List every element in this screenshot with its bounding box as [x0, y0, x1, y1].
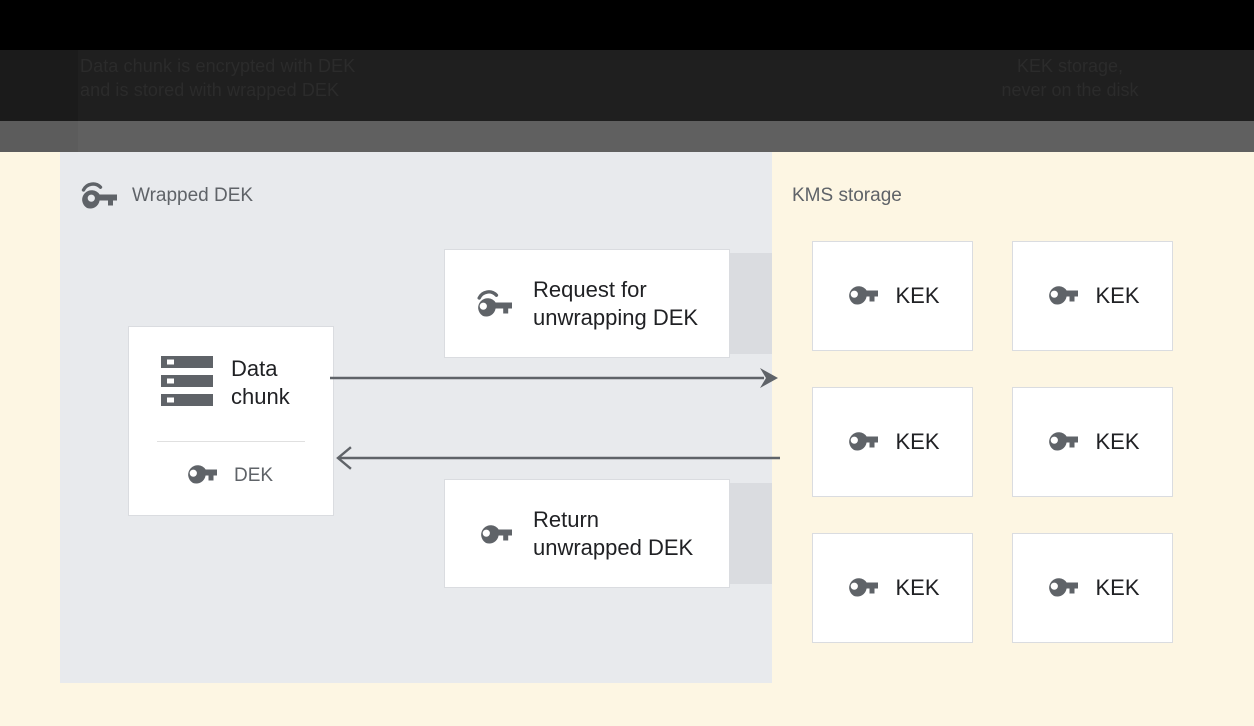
kek-card[interactable]: KEK	[1012, 387, 1173, 497]
data-chunk-card[interactable]: Data chunk DEK	[128, 326, 334, 516]
caption-right-text: KEK storage, never on the disk	[1001, 56, 1139, 100]
kms-key-grid: KEK KEK KEK KEK KEK	[812, 241, 1173, 643]
key-icon	[845, 429, 879, 456]
key-icon	[1045, 283, 1079, 310]
key-icon	[184, 462, 218, 489]
key-icon	[1045, 575, 1079, 602]
kek-label: KEK	[895, 283, 940, 308]
kms-storage-title: KMS storage	[792, 185, 902, 206]
top-black-band	[0, 0, 1254, 50]
kek-card[interactable]: KEK	[812, 241, 973, 351]
wrapped-key-icon	[80, 181, 120, 209]
kek-card[interactable]: KEK	[1012, 241, 1173, 351]
kek-label: KEK	[895, 575, 940, 600]
data-chunk-title: Data chunk	[231, 356, 290, 409]
return-unwrapped-label: Return unwrapped DEK	[533, 506, 694, 560]
kek-label: KEK	[1095, 429, 1140, 454]
key-icon	[475, 518, 515, 549]
kek-label: KEK	[1095, 575, 1140, 600]
request-unwrap-card[interactable]: Request for unwrapping DEK	[444, 249, 730, 358]
key-icon	[845, 283, 879, 310]
caption-left-text: Data chunk is encrypted with DEK and is …	[80, 56, 356, 100]
gray-divider-band	[0, 121, 1254, 152]
kek-card[interactable]: KEK	[812, 387, 973, 497]
dek-label: DEK	[234, 464, 274, 486]
arrow-return-to-data	[336, 446, 780, 470]
card-divider	[157, 440, 305, 442]
wrapped-dek-title: Wrapped DEK	[132, 185, 254, 206]
request-unwrap-label: Request for unwrapping DEK	[533, 276, 699, 330]
key-icon	[1045, 429, 1079, 456]
kek-card[interactable]: KEK	[812, 533, 973, 643]
arrow-request-to-kms	[330, 368, 778, 388]
wrapped-key-icon	[475, 285, 515, 322]
key-icon	[845, 575, 879, 602]
return-unwrapped-card[interactable]: Return unwrapped DEK	[444, 479, 730, 588]
storage-icon	[159, 354, 215, 413]
kek-label: KEK	[895, 429, 940, 454]
gray-divider-band-left	[0, 121, 78, 152]
kek-card[interactable]: KEK	[1012, 533, 1173, 643]
caption-band-inner	[78, 50, 1254, 121]
kek-label: KEK	[1095, 283, 1140, 308]
